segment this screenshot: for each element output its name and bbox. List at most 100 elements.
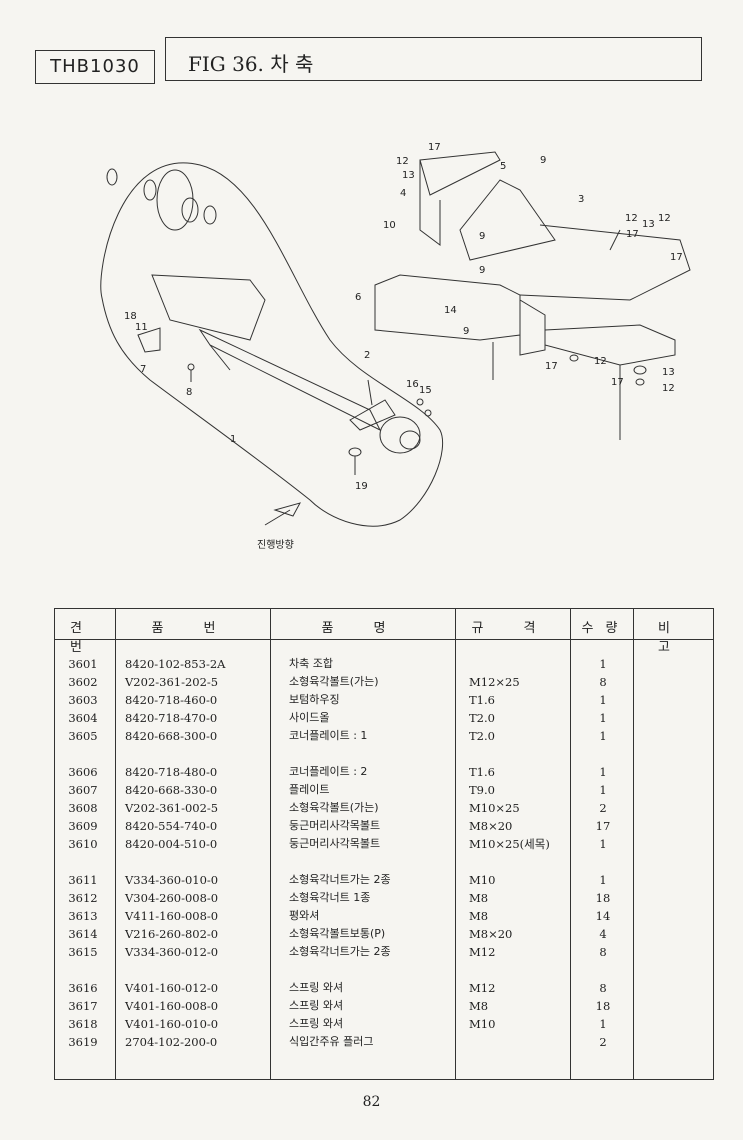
row-number: 3605 [68, 729, 98, 743]
row-number: 3604 [68, 711, 98, 725]
row-part-number: 8420-554-740-0 [125, 819, 218, 833]
row-part-name: 식입간주유 플러그 [289, 1035, 374, 1048]
row-quantity: 1 [599, 873, 607, 887]
row-number: 3603 [68, 693, 98, 707]
row-quantity: 1 [599, 837, 607, 851]
row-part-number: 8420-102-853-2A [125, 657, 226, 671]
row-part-name: 플레이트 [289, 783, 330, 796]
row-part-number: V334-360-010-0 [125, 873, 219, 887]
row-quantity: 1 [599, 729, 607, 743]
row-spec: M8 [469, 909, 489, 923]
callout-label: 3 [578, 194, 584, 205]
callout-label: 17 [545, 361, 558, 372]
row-number: 3608 [68, 801, 98, 815]
row-spec: M8×20 [469, 927, 513, 941]
row-part-name: 차축 조합 [289, 657, 333, 670]
row-part-number: 8420-668-330-0 [125, 783, 218, 797]
row-quantity: 17 [595, 819, 611, 833]
callout-label: 1 [230, 434, 236, 445]
row-part-name: 코너플레이트 : 1 [289, 729, 368, 742]
row-spec: M10 [469, 873, 496, 887]
row-part-name: 소형육각볼트(가는) [289, 801, 379, 814]
callout-label: 18 [124, 311, 137, 322]
row-spec: M10×25 [469, 801, 520, 815]
row-spec: M10 [469, 1017, 496, 1031]
row-part-name: 소형육각너트가는 2종 [289, 873, 391, 886]
row-number: 3606 [68, 765, 98, 779]
axle-exploded-diagram: 17 12 13 4 5 9 3 12 13 12 17 17 10 9 9 6… [100, 142, 691, 551]
row-part-number: 8420-718-460-0 [125, 693, 218, 707]
header-no: 견 번 [70, 621, 100, 655]
row-spec: M12 [469, 945, 496, 959]
row-part-number: 8420-718-480-0 [125, 765, 218, 779]
row-part-name: 둥근머리사각목볼트 [289, 837, 381, 850]
row-spec: M8×20 [469, 819, 513, 833]
row-spec: M12 [469, 981, 496, 995]
row-part-number: 2704-102-200-0 [125, 1035, 218, 1049]
row-quantity: 1 [599, 711, 607, 725]
callout-label: 17 [670, 252, 683, 263]
callout-label: 13 [402, 170, 415, 181]
row-part-name: 스프링 와셔 [289, 981, 344, 994]
figure-title-box: FIG 36. 차 축 [165, 37, 702, 81]
row-spec: T9.0 [469, 783, 495, 797]
callout-label: 4 [400, 188, 406, 199]
callout-label: 17 [428, 142, 441, 153]
callout-label: 11 [135, 322, 148, 333]
row-number: 3607 [68, 783, 98, 797]
row-number: 3615 [68, 945, 98, 959]
row-number: 3614 [68, 927, 98, 941]
callout-label: 8 [186, 387, 192, 398]
row-quantity: 1 [599, 783, 607, 797]
callout-label: 9 [479, 265, 485, 276]
callout-label: 12 [396, 156, 409, 167]
callout-label: 10 [383, 220, 396, 231]
row-quantity: 2 [599, 801, 607, 815]
header-name: 품 명 [321, 621, 404, 636]
row-number: 3609 [68, 819, 98, 833]
callout-label: 12 [625, 213, 638, 224]
callout-label: 9 [540, 155, 546, 166]
row-part-number: V202-361-202-5 [125, 675, 219, 689]
header-part-no: 품 번 [151, 621, 234, 636]
row-quantity: 18 [595, 891, 611, 905]
row-quantity: 1 [599, 693, 607, 707]
callout-label: 14 [444, 305, 457, 316]
row-number: 3610 [68, 837, 98, 851]
row-part-number: V216-260-802-0 [125, 927, 219, 941]
callout-label: 15 [419, 385, 432, 396]
row-part-number: V401-160-010-0 [125, 1017, 219, 1031]
row-part-name: 소형육각너트가는 2종 [289, 945, 391, 958]
row-part-name: 소형육각너트 1종 [289, 891, 371, 904]
callout-label: 9 [479, 231, 485, 242]
model-label: THB1030 [50, 56, 140, 77]
row-part-number: V411-160-008-0 [125, 909, 219, 923]
callout-label: 9 [463, 326, 469, 337]
row-spec: T1.6 [469, 765, 495, 779]
row-number: 3619 [68, 1035, 98, 1049]
row-quantity: 8 [599, 981, 607, 995]
row-quantity: 4 [599, 927, 607, 941]
row-spec: M12×25 [469, 675, 520, 689]
callout-label: 5 [500, 161, 506, 172]
row-spec: T2.0 [469, 711, 495, 725]
row-part-number: V401-160-008-0 [125, 999, 219, 1013]
row-spec: M8 [469, 999, 489, 1013]
row-part-number: V304-260-008-0 [125, 891, 219, 905]
row-part-name: 코너플레이트 : 2 [289, 765, 368, 778]
row-quantity: 18 [595, 999, 611, 1013]
row-number: 3612 [68, 891, 98, 905]
callout-label: 6 [355, 292, 361, 303]
callout-label: 17 [626, 229, 639, 240]
callout-label: 7 [140, 364, 146, 375]
row-part-name: 스프링 와셔 [289, 999, 344, 1012]
row-part-number: 8420-718-470-0 [125, 711, 218, 725]
row-number: 3616 [68, 981, 98, 995]
header-spec: 규 격 [471, 621, 554, 636]
callout-label: 2 [364, 350, 370, 361]
header-qty: 수 량 [581, 621, 622, 636]
row-part-number: 8420-668-300-0 [125, 729, 218, 743]
callout-label: 17 [611, 377, 624, 388]
model-label-box: THB1030 [35, 50, 155, 84]
header-remarks: 비 고 [658, 621, 688, 655]
